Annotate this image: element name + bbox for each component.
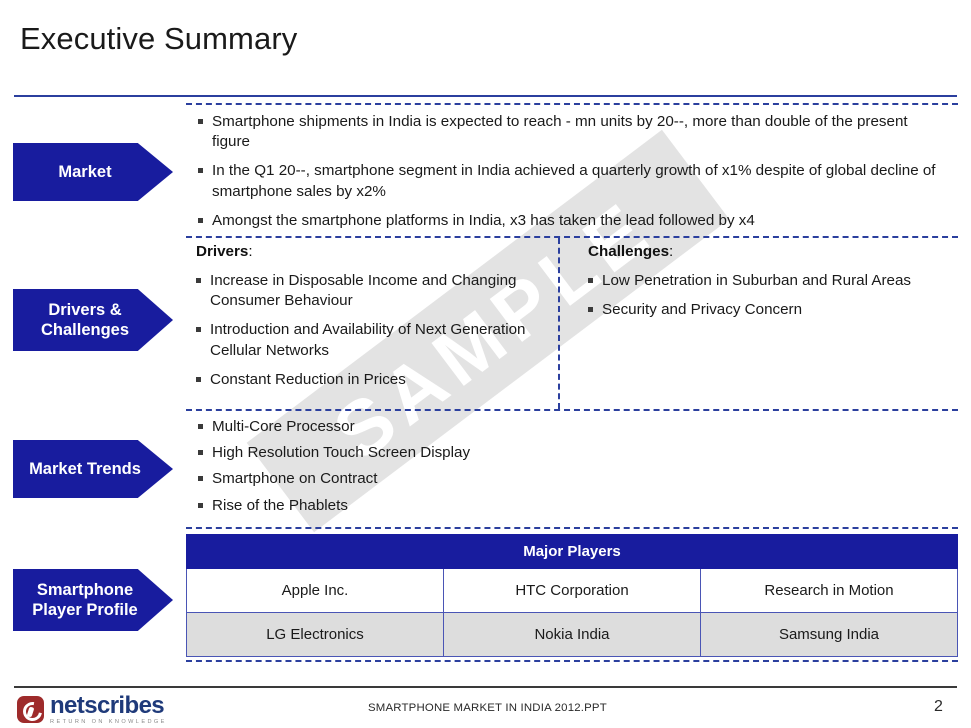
netscribes-logo: netscribes RETURN ON KNOWLEDGE (17, 694, 167, 726)
market-section-top-divider (186, 103, 958, 105)
section-label-market[interactable]: Market (13, 143, 173, 201)
list-item: Multi-Core Processor (198, 417, 798, 437)
table-cell: Nokia India (443, 612, 701, 657)
drivers-bullet-list: Increase in Disposable Income and Changi… (196, 271, 536, 390)
section-label-player-profile[interactable]: Smartphone Player Profile (13, 569, 173, 631)
list-item: In the Q1 20--, smartphone segment in In… (198, 161, 943, 201)
market-content: Smartphone shipments in India is expecte… (198, 112, 943, 240)
list-item: Constant Reduction in Prices (196, 370, 536, 390)
logo-wordmark: netscribes (50, 692, 165, 719)
major-players-table: Major Players Apple Inc. HTC Corporation… (186, 534, 958, 657)
table-cell: Apple Inc. (186, 568, 444, 613)
challenges-heading: Challenges: (588, 243, 928, 260)
list-item: Security and Privacy Concern (588, 300, 928, 320)
market-trends-bullet-list: Multi-Core Processor High Resolution Tou… (198, 417, 798, 516)
section-label-market-trends[interactable]: Market Trends (13, 440, 173, 498)
logo-text-block: netscribes RETURN ON KNOWLEDGE (50, 694, 167, 726)
section-label-player-profile-line-1: Player Profile (32, 601, 138, 619)
table-row: LG Electronics Nokia India Samsung India (186, 612, 958, 657)
section-label-drivers-challenges-line-0: Drivers & (48, 300, 122, 319)
page-number: 2 (934, 698, 943, 715)
title-divider (14, 95, 957, 97)
drivers-heading-text: Drivers (196, 243, 249, 260)
section-label-market-trends-line-0: Market Trends (29, 459, 141, 478)
section-label-player-profile-line-0: Smartphone (36, 580, 134, 599)
list-item: High Resolution Touch Screen Display (198, 443, 798, 463)
drivers-heading-suffix: : (248, 243, 253, 260)
drivers-column: Drivers: Increase in Disposable Income a… (196, 243, 536, 399)
table-cell: Samsung India (700, 612, 958, 657)
list-item: Low Penetration in Suburban and Rural Ar… (588, 271, 928, 291)
major-players-header: Major Players (186, 534, 958, 569)
table-cell: Research in Motion (700, 568, 958, 613)
drivers-challenges-column-divider (558, 238, 560, 409)
player-profile-top-divider (186, 527, 958, 529)
list-item: Introduction and Availability of Next Ge… (196, 320, 536, 360)
market-trends-top-divider (186, 409, 958, 411)
player-profile-bottom-divider (186, 660, 958, 662)
footer-document-name: SMARTPHONE MARKET IN INDIA 2012.PPT (368, 702, 607, 714)
netscribes-spiral-icon (17, 696, 44, 724)
list-item: Amongst the smartphone platforms in Indi… (198, 211, 943, 231)
challenges-column: Challenges: Low Penetration in Suburban … (588, 243, 928, 329)
list-item: Increase in Disposable Income and Changi… (196, 271, 536, 311)
market-trends-content: Multi-Core Processor High Resolution Tou… (198, 417, 798, 522)
footer-divider (14, 686, 957, 688)
table-cell: LG Electronics (186, 612, 444, 657)
logo-tagline: RETURN ON KNOWLEDGE (50, 719, 167, 725)
section-label-drivers-challenges[interactable]: Drivers & Challenges (13, 289, 173, 351)
table-cell: HTC Corporation (443, 568, 701, 613)
list-item: Smartphone on Contract (198, 469, 798, 489)
drivers-heading: Drivers: (196, 243, 536, 260)
market-bullet-list: Smartphone shipments in India is expecte… (198, 112, 943, 231)
challenges-heading-suffix: : (669, 243, 674, 260)
section-label-market-line-0: Market (58, 162, 112, 181)
table-header-row: Major Players (186, 534, 958, 569)
section-label-drivers-challenges-line-1: Challenges (40, 321, 130, 339)
challenges-heading-text: Challenges (588, 243, 670, 260)
list-item: Smartphone shipments in India is expecte… (198, 112, 943, 152)
page-title: Executive Summary (20, 21, 298, 56)
table-row: Apple Inc. HTC Corporation Research in M… (186, 568, 958, 613)
list-item: Rise of the Phablets (198, 496, 798, 516)
challenges-bullet-list: Low Penetration in Suburban and Rural Ar… (588, 271, 928, 320)
